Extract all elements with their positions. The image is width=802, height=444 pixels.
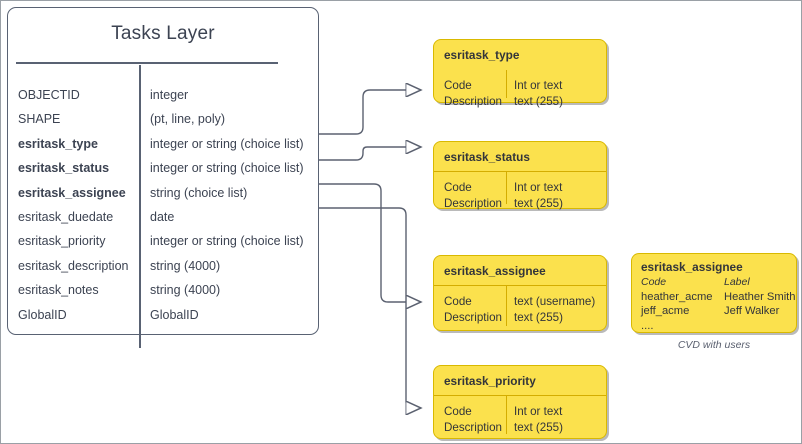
cvd-header-label: Label [724, 276, 750, 288]
field-type: integer or string (choice list) [150, 161, 304, 176]
cvd-cell-code: jeff_acme [641, 305, 690, 317]
field-row[interactable]: esritask_description string (4000) [8, 259, 318, 283]
domain-title-divider [434, 171, 606, 173]
field-type: string (choice list) [150, 185, 248, 200]
domain-types: text (username)text (255) [514, 295, 596, 324]
field-name: esritask_notes [18, 283, 99, 298]
field-row[interactable]: esritask_priority integer or string (choi… [8, 234, 318, 258]
field-row[interactable]: OBJECTID integer [8, 88, 318, 112]
field-name: esritask_type [18, 136, 98, 151]
connector-type [319, 90, 421, 135]
cvd-header-code: Code [641, 276, 667, 288]
field-name: esritask_duedate [18, 209, 114, 224]
domain-title-divider [434, 285, 606, 287]
field-name: esritask_description [18, 258, 129, 273]
connector-priority [319, 207, 421, 408]
cvd-cell-code: .... [641, 319, 654, 332]
page-title: Tasks Layer [111, 23, 215, 44]
field-type: GlobalID [150, 307, 199, 322]
field-name: SHAPE [18, 112, 61, 127]
field-row[interactable]: SHAPE (pt, line, poly) [8, 112, 318, 136]
field-row[interactable]: esritask_notes string (4000) [8, 283, 318, 307]
cvd-caption: CVD with users [677, 339, 751, 351]
domain-column-divider [506, 172, 508, 204]
connector-assignee [319, 183, 421, 302]
field-name: OBJECTID [18, 88, 80, 102]
field-name: esritask_status [18, 161, 110, 176]
domain-column-divider [506, 396, 508, 434]
domain-column-divider [506, 286, 508, 326]
field-type: string (4000) [150, 283, 221, 298]
field-name: GlobalID [18, 307, 67, 322]
connector-status [319, 147, 421, 161]
field-name: esritask_assignee [18, 185, 126, 200]
domain-title: esritask_assignee [444, 264, 546, 278]
field-row[interactable]: esritask_type integer or string (choice l… [8, 137, 318, 161]
cvd-sample-box[interactable]: esritask_assignee Code Label heather_acme H… [631, 253, 797, 333]
domain-title: esritask_status [444, 150, 530, 164]
field-type: integer or string (choice list) [150, 136, 304, 151]
cvd-cell-label: Heather Smith [724, 290, 796, 303]
field-type: date [150, 209, 175, 224]
field-name: esritask_priority [18, 234, 106, 249]
domain-title-divider [434, 395, 606, 397]
field-type: (pt, line, poly) [150, 112, 226, 127]
cvd-cell-code: heather_acme [641, 290, 713, 303]
domain-title: esritask_type [444, 48, 520, 62]
field-row[interactable]: GlobalID GlobalID [8, 308, 318, 332]
field-type: integer or string (choice list) [150, 234, 304, 249]
domain-column-divider [506, 70, 508, 98]
field-type: integer [150, 88, 189, 102]
column-divider [139, 65, 141, 348]
cvd-title: esritask_assignee [641, 260, 743, 274]
cvd-cell-label: Jeff Walker [724, 305, 780, 317]
title-divider [16, 62, 278, 64]
field-row[interactable]: esritask_duedate date [8, 210, 318, 234]
field-row[interactable]: esritask_status integer or string (choice… [8, 161, 318, 185]
field-type: string (4000) [150, 258, 221, 273]
field-row[interactable]: esritask_assignee string (choice list) [8, 186, 318, 210]
domain-title: esritask_priority [444, 374, 536, 388]
